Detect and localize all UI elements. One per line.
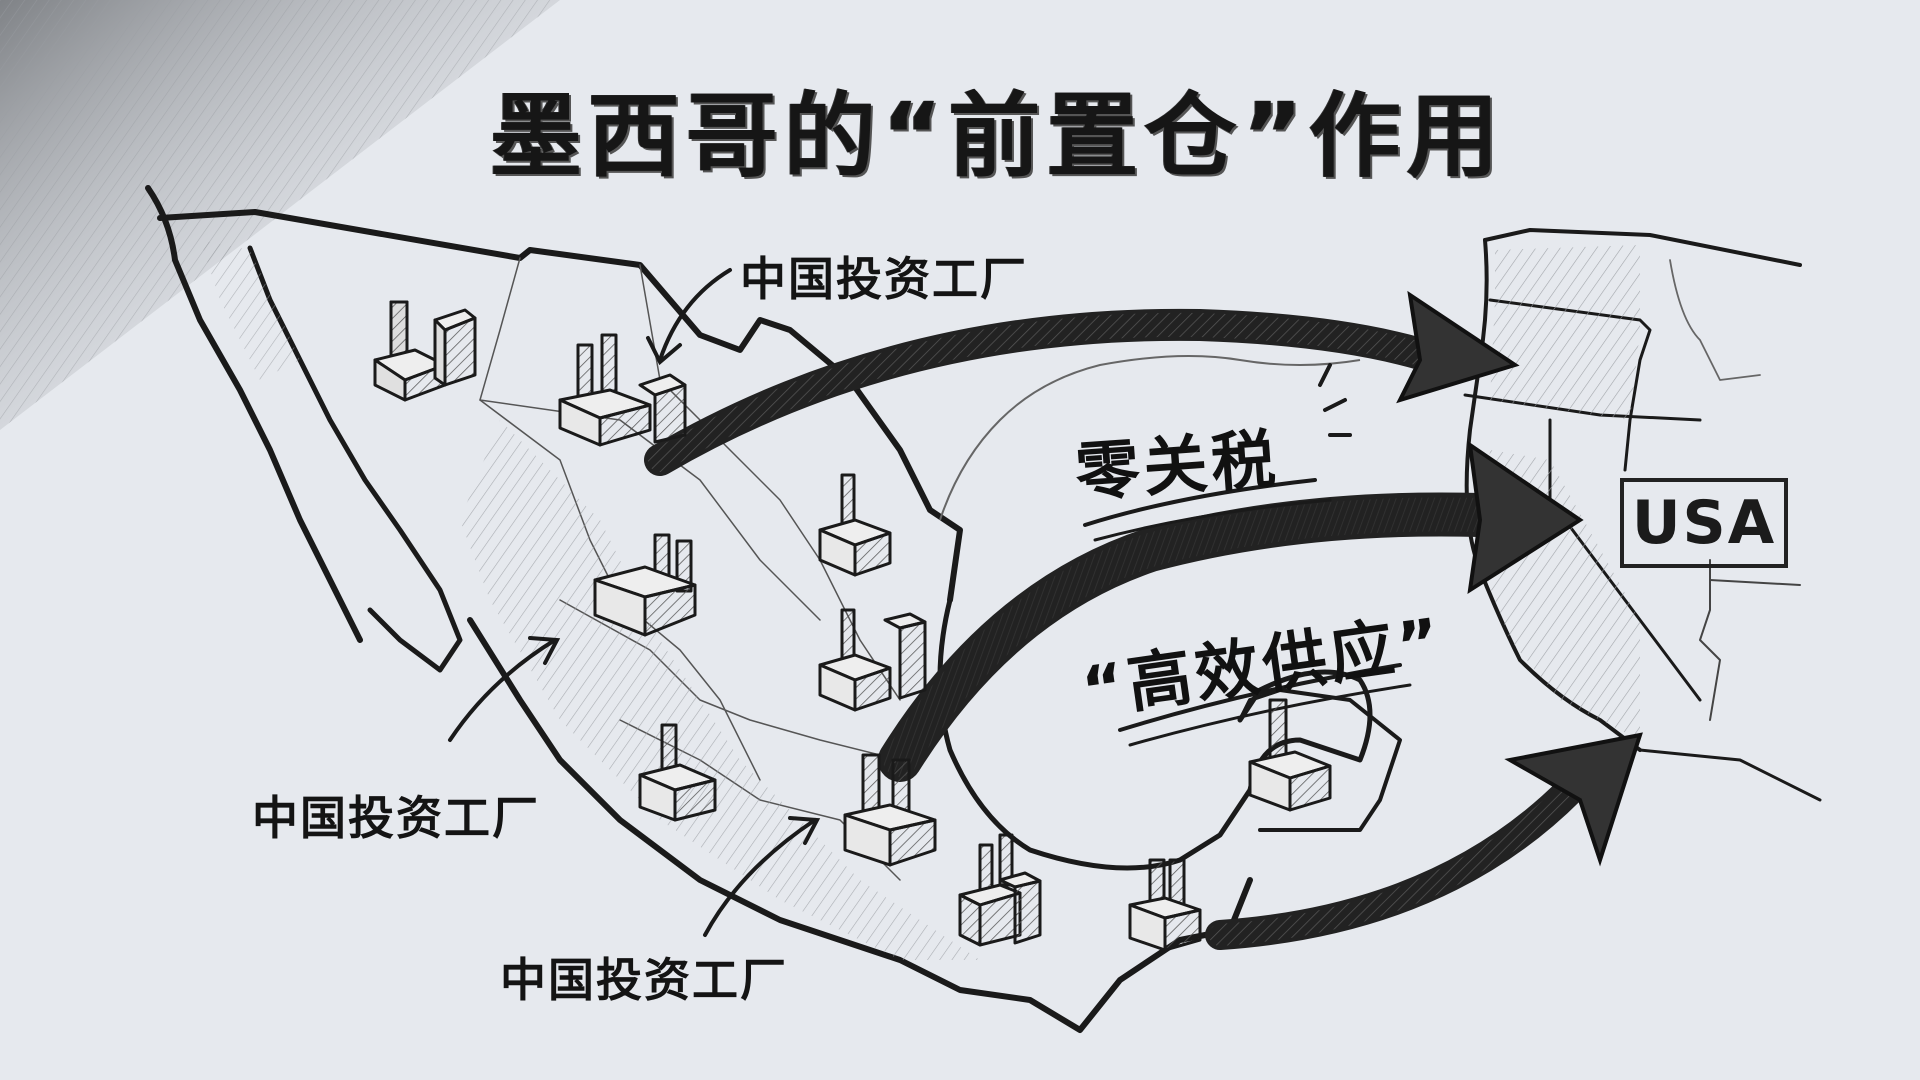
gulf-coast-line [939, 355, 1361, 521]
flow-arrow-middle [878, 440, 1584, 782]
factory-label-top: 中国投资工厂 [740, 252, 1028, 306]
factory-icon [818, 608, 927, 712]
factory-icon [373, 300, 477, 402]
zero-tariff-callout: 零关税 [1073, 422, 1282, 512]
factory-icon [818, 473, 892, 577]
factory-icon [1128, 858, 1202, 952]
label-pointer-arrows [448, 268, 821, 937]
factory-icon [558, 333, 687, 447]
callout-underlines [1083, 478, 1412, 747]
mexico-shading [200, 240, 980, 960]
factory-label-left: 中国投资工厂 [252, 791, 540, 845]
factory-icons [373, 300, 1332, 952]
usa-label-box: USA [1620, 478, 1788, 568]
factory-icon [638, 723, 717, 822]
usa-label: USA [1631, 488, 1777, 558]
emphasis-strokes [1318, 363, 1352, 437]
flow-arrow-bottom [1205, 732, 1643, 950]
factory-icon [1248, 698, 1332, 812]
factory-icon [958, 833, 1042, 947]
factory-icon [843, 753, 937, 867]
factory-label-bottom: 中国投资工厂 [500, 953, 788, 1007]
factory-icon [593, 533, 697, 637]
flow-arrow-top [644, 290, 1520, 476]
page-title: 墨西哥的“前置仓”作用 [490, 83, 1505, 190]
